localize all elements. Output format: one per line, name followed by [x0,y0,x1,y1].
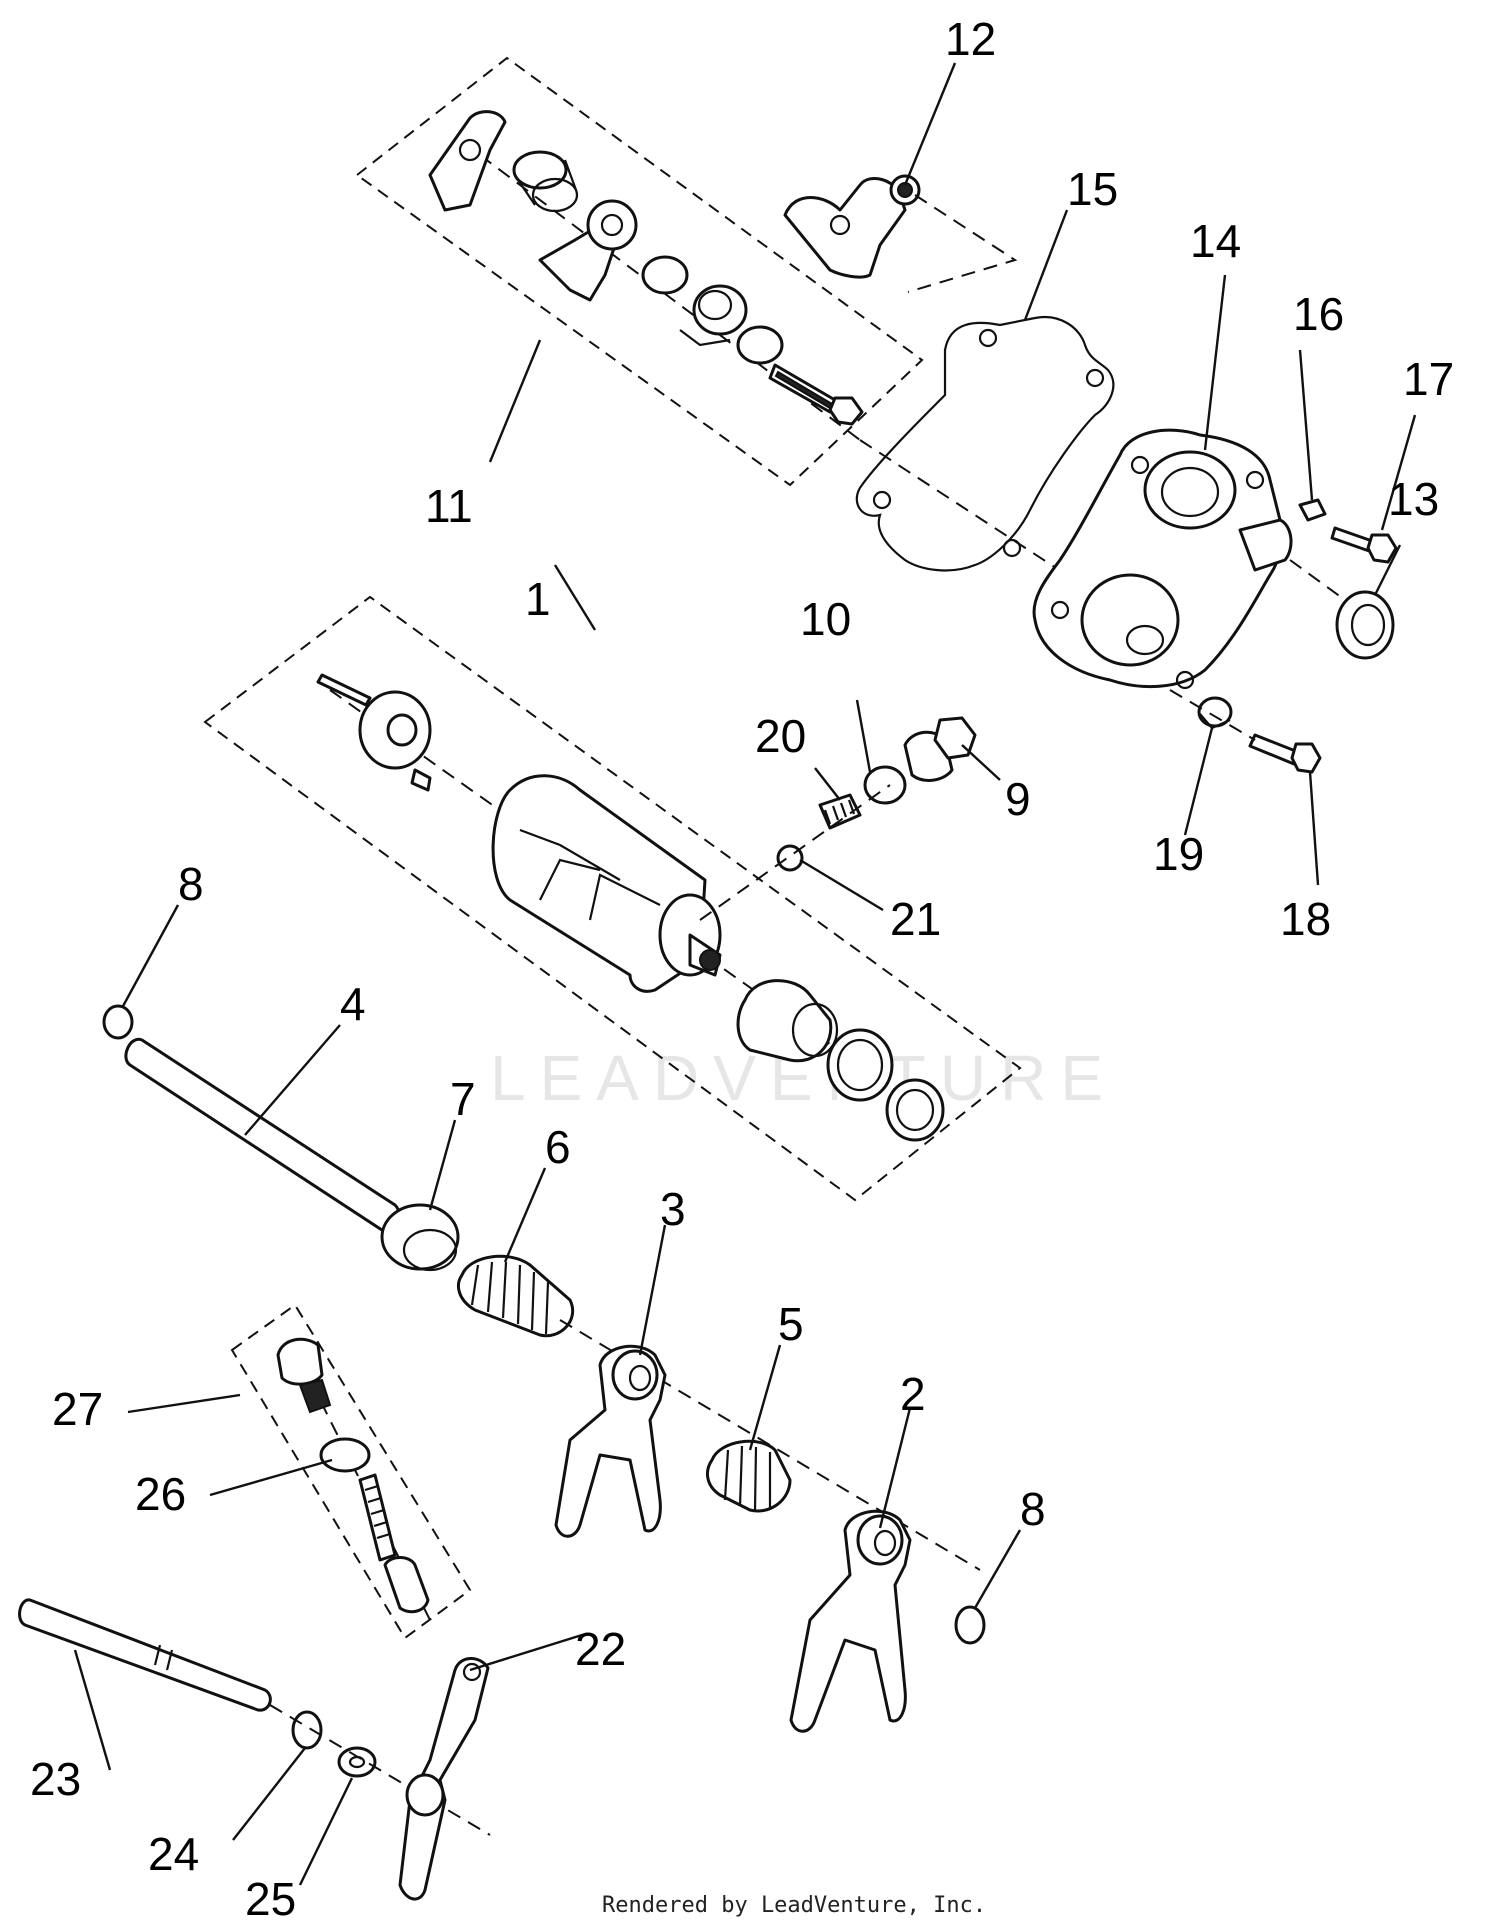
callout-5: 5 [778,1298,804,1350]
callout-17: 17 [1403,353,1454,405]
kit-27-washer [319,1437,371,1473]
part-17-bolt [1330,526,1398,564]
callout-3: 3 [660,1183,686,1235]
callout-23: 23 [30,1753,81,1805]
callout-13: 13 [1388,473,1439,525]
callout-7: 7 [450,1073,476,1125]
callout-19: 19 [1153,828,1204,880]
kit-11-spring [692,284,748,336]
callout-2: 2 [900,1368,926,1420]
kit-11-lever-plate [428,110,507,212]
part-24-circlip [291,1710,323,1750]
part-5-spring [706,1439,792,1513]
kit-27-dashed-box [230,1303,472,1640]
part-16-pin [1298,498,1327,522]
part-8-circlip-bottom [954,1605,986,1645]
kit-1-washer-b [885,1078,945,1142]
callout-15: 15 [1067,163,1118,215]
callout-4: 4 [340,978,366,1030]
callout-24: 24 [148,1828,199,1880]
callout-1: 1 [525,573,551,625]
callout-21: 21 [890,893,941,945]
callout-8a: 8 [178,858,204,910]
leader-lines [73,62,1417,1886]
part-3-fork [554,1344,667,1538]
callout-10: 10 [800,593,851,645]
part-15-gasket [855,315,1115,572]
kit-27-spring [358,1473,397,1562]
callout-18: 18 [1280,893,1331,945]
kit-1-collar [736,979,833,1063]
part-9-bolt [903,716,977,782]
kit-11-group [355,56,924,487]
part-13-oil-seal [1335,590,1395,660]
callout-27: 27 [52,1383,103,1435]
part-10-washer [863,765,907,805]
callout-22: 22 [575,1623,626,1675]
part-14-cover [1032,428,1293,690]
kit-1-dashed-box [203,595,1022,1202]
part-23-shaft [18,1598,272,1712]
callout-16: 16 [1293,288,1344,340]
part-4-shaft [124,1037,402,1234]
kit-11-ring-b [736,325,784,365]
callout-20: 20 [755,710,806,762]
callout-6: 6 [545,1121,571,1173]
callout-9: 9 [1005,773,1031,825]
part-2-fork [789,1509,912,1733]
kit-27-group [230,1303,472,1640]
callout-labels: 1 2 3 4 5 6 7 8 8 9 10 11 12 13 14 15 16… [30,13,1454,1920]
kit-11-dashed-box [355,56,924,487]
part-19-dowel [1197,696,1233,730]
kit-11-ring-a [641,255,689,295]
part-8-circlip-top [102,1004,134,1040]
kit-1-group [203,595,1022,1202]
callout-14: 14 [1190,215,1241,267]
part-18-bolt [1248,733,1322,774]
callout-11: 11 [425,480,473,532]
render-credit: Rendered by LeadVenture, Inc. [602,1893,986,1918]
callout-8b: 8 [1020,1483,1046,1535]
part-6-spring [457,1254,575,1338]
part-7-collar [380,1203,460,1271]
callout-25: 25 [245,1873,296,1920]
callout-12: 12 [945,13,996,65]
kit-27-plunger [383,1556,430,1614]
part-25-washer [337,1746,377,1778]
part-22-fork [398,1657,490,1901]
part-12-shift-arm [783,174,1018,293]
callout-26: 26 [135,1468,186,1520]
